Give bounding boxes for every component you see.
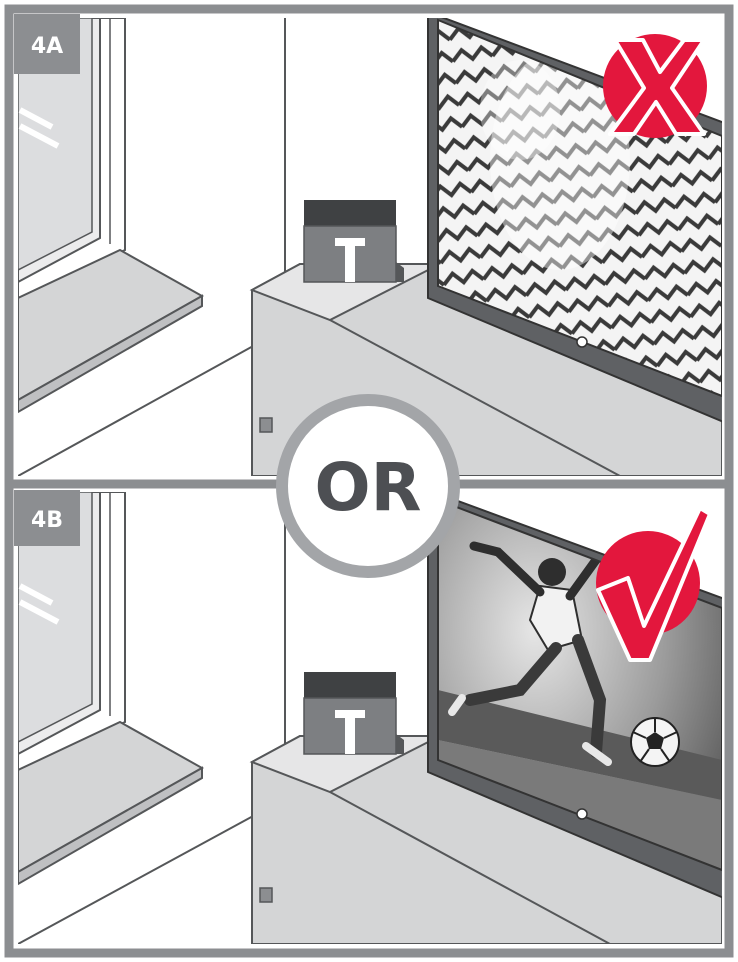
window: [18, 18, 126, 302]
panel-label-4b: 4B: [14, 490, 80, 546]
x-mark-icon: [603, 34, 707, 138]
soccer-player-figure: [448, 541, 612, 766]
antenna-device: [303, 200, 404, 283]
panel-label-text: 4B: [31, 508, 63, 533]
window-sill: [18, 248, 205, 414]
or-text: OR: [315, 449, 422, 526]
panel-label-text: 4A: [31, 34, 63, 59]
or-separator-badge: OR: [276, 394, 460, 578]
window: [18, 492, 126, 774]
antenna-device: [303, 672, 404, 755]
window-sill: [18, 720, 205, 886]
check-mark-icon: [596, 506, 712, 662]
floor-line: [18, 344, 256, 476]
soccer-ball-icon: [630, 717, 680, 767]
floor-line: [18, 814, 256, 944]
panel-label-4a: 4A: [14, 14, 80, 74]
